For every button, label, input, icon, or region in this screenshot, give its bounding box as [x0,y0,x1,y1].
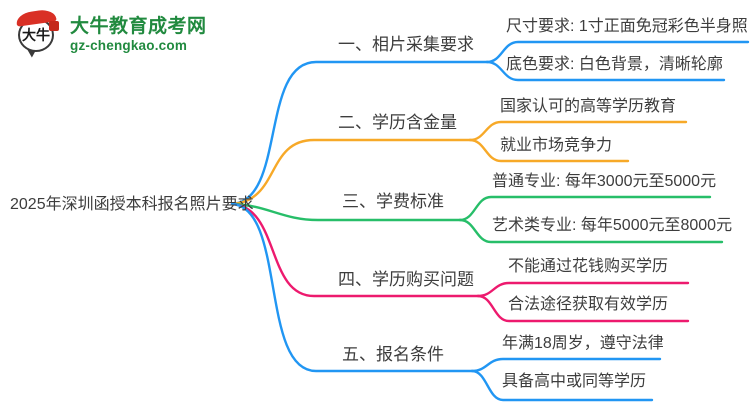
branch5-child2-label: 具备高中或同等学历 [502,373,647,390]
branch5-child2-connector [470,369,654,402]
branch3-child1-connector [458,195,712,222]
branch3-child2-connector [458,218,724,244]
branch1-child2-connector [485,60,726,82]
branch5-connector [230,202,474,373]
branch2-child2-label: 就业市场竞争力 [500,137,613,154]
branch3-child2-label: 艺术类专业: 每年5000元至8000元 [492,217,733,234]
branch4-child1-label: 不能通过花钱购买学历 [508,258,669,275]
branch4-label: 四、学历购买问题 [338,270,474,289]
branch4-connector [230,202,480,298]
branch3-label: 三、学费标准 [342,192,444,211]
logo-bull-icon: 大牛 [15,8,62,59]
logo-icon-text: 大牛 [22,27,50,43]
site-url: gz-chengkao.com [70,38,188,53]
branch1-child1-label: 尺寸要求: 1寸正面免冠彩色半身照 [506,18,748,35]
branch1-connector [230,60,489,206]
branch3-connector [230,202,462,222]
branch2-child2-connector [468,138,630,163]
branch1-child1-connector [485,40,750,64]
branch4-child2-label: 合法途径获取有效学历 [508,296,669,313]
branch2-label: 二、学历含金量 [338,113,457,132]
branch3-child1-label: 普通专业: 每年3000元至5000元 [492,173,717,190]
root-topic: 2025年深圳函授本科报名照片要求 [10,196,254,213]
site-logo: 大牛 大牛教育成考网 gz-chengkao.com [15,8,207,59]
branch1-child2-label: 底色要求: 白色背景，清晰轮廓 [506,56,723,73]
branch2-connector [230,138,472,206]
branch2-child1-connector [468,120,688,142]
site-name: 大牛教育成考网 [70,16,207,37]
branch2-child1-label: 国家认可的高等学历教育 [500,98,677,115]
branch5-child1-label: 年满18周岁，遵守法律 [502,335,664,352]
branch5-label: 五、报名条件 [342,345,444,364]
branch1-label: 一、相片采集要求 [338,35,474,54]
branch4-child2-connector [476,294,690,323]
logo-text: 大牛教育成考网 gz-chengkao.com [70,16,207,54]
branch5-child1-connector [470,357,662,373]
logo-red-seal [49,21,59,31]
